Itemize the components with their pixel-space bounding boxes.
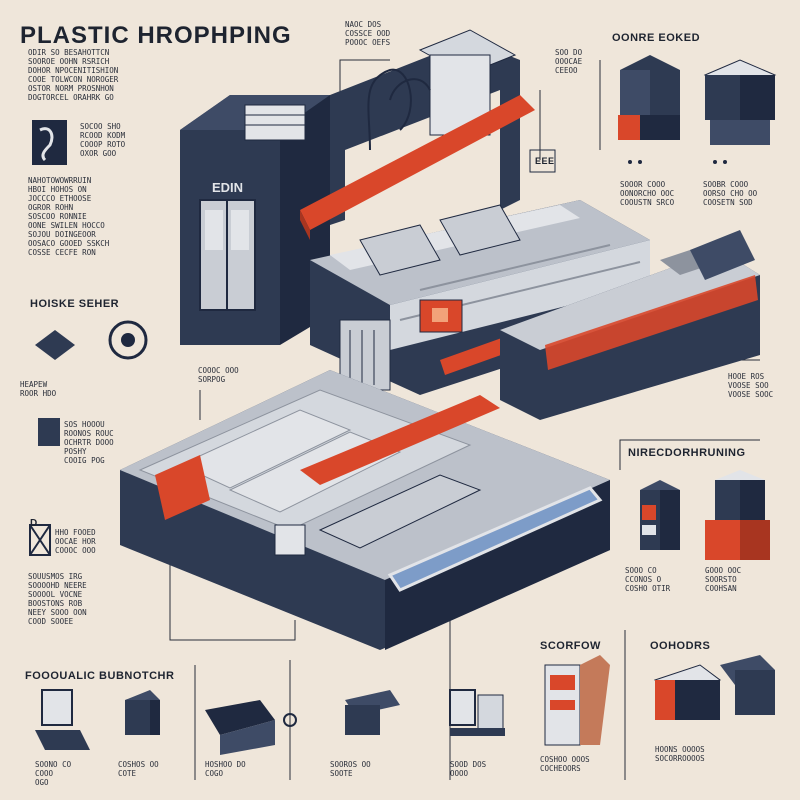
front-bed — [120, 370, 610, 650]
text-block-intro: ODIR SO BESAHOTTCN SOOROE OOHN RSRICH DO… — [28, 48, 119, 102]
text-block-left-small: HEAPEW ROOR HDO — [20, 380, 57, 398]
text-block-bottom-6: COSHOO OOOS COCHEOORS — [540, 755, 590, 773]
overhead-frame — [300, 29, 535, 240]
text-block-bottom-1: SOONO CO COOO OGO — [35, 760, 72, 787]
machine-sign: EDIN — [212, 180, 243, 195]
header-bottom-left: FOOOUALIC BUBNOTCHR — [25, 670, 175, 682]
bottom-icons — [35, 655, 775, 755]
label-box-right-text: EEE — [535, 156, 555, 166]
header-top-right: OONRE EOKED — [612, 32, 701, 44]
text-block-bottom-5: SOOD DOS OOOO — [450, 760, 487, 778]
text-block-right-lower-1: SOOO CO CCONOS O COSHO OTIR — [625, 566, 671, 593]
header-left-mid: HOISKE SEHER — [30, 298, 120, 310]
page-title: PLASTIC HROPHPING — [20, 22, 292, 49]
text-block-bottom-2: COSHOS OO COTE — [118, 760, 159, 778]
header-bottom-right: OOHODRS — [650, 640, 711, 652]
text-block-left-lower: SOUUSMOS IRG SOOOOHD NEERE SOOOOL VOCNE … — [28, 572, 87, 626]
label-box-left-text: D — [30, 518, 38, 529]
header-bottom-mid-right: SCORFOW — [540, 640, 601, 652]
text-block-right-mid: HOOE ROS VOOSE SOO VOOSE SOOC — [728, 372, 774, 399]
text-block-left-list: NAHOTOWOWRRUIN HBOI HOHOS ON JOCCCO ETHO… — [28, 176, 110, 257]
text-block-left-mid: SOS HOOOU ROONOS ROUC OCHRTR DOOO POSHY … — [64, 420, 114, 465]
text-block-top-center: NAOC DOS COSSCE OOD POOOC OEFS — [345, 20, 391, 47]
right-mid-icons — [640, 470, 770, 560]
text-block-right-1: SOOOR COOO OONORCHO OOC COOUSTN SRCO — [620, 180, 675, 207]
text-block-right-2: SOOBR COOO OORSO CHO OO COOSETN SOD — [703, 180, 758, 207]
label-box-right — [529, 149, 556, 173]
header-right-mid: NIRECDORHRUNING — [628, 447, 746, 459]
text-block-left-icon: HHO FOOED OOCAE HOR COOOC OOO — [55, 528, 96, 555]
text-block-bottom-7: HOONS OOOOS SOCORROOOOS — [655, 745, 705, 763]
text-block-top-right-small: SOO DO OOOCAE CEEOO — [555, 48, 583, 75]
top-right-icons — [618, 55, 777, 164]
text-block-icon-1: SOCOO SHO RCOOD KODM COOOP ROTO OXOR GOO — [80, 122, 126, 158]
machine-tower — [180, 95, 330, 345]
right-extension — [500, 230, 760, 420]
text-block-right-lower-2: GOOO OOC SOORSTO COOHSAN — [705, 566, 742, 593]
text-block-bottom-4: SOOROS OO SOOTE — [330, 760, 371, 778]
text-block-bottom-3: HOSHOO DO COGO — [205, 760, 246, 778]
text-block-center-left: COOOC OOO SORPOG — [198, 366, 239, 384]
left-icons — [29, 120, 148, 556]
